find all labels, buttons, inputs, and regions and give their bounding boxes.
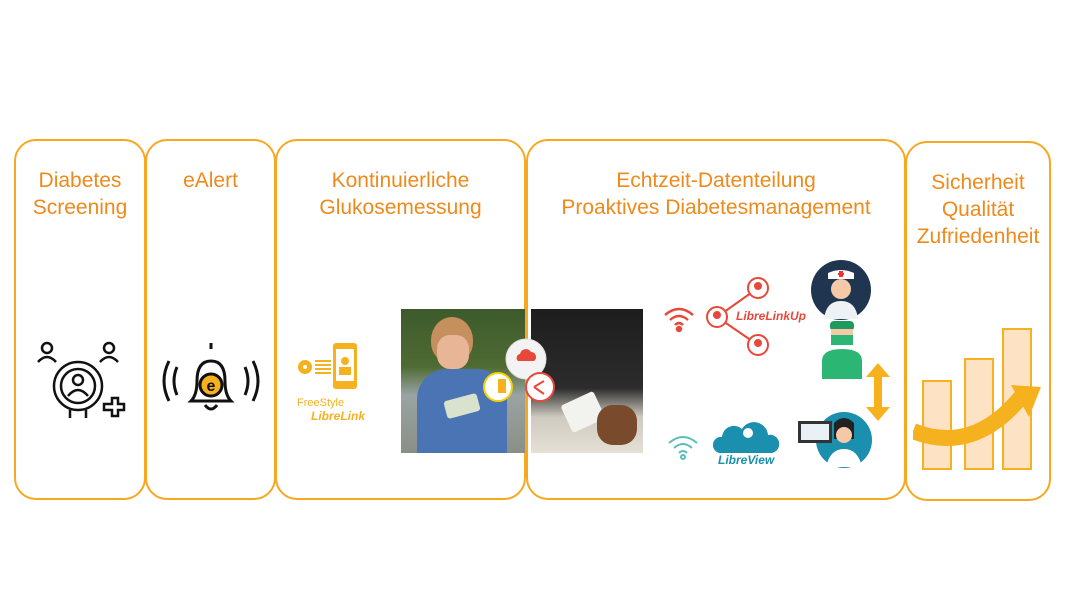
librelinkup-label: LibreLinkUp — [736, 309, 807, 323]
panel-ealert: eAlert e — [145, 139, 276, 500]
title-line: Zufriedenheit — [916, 225, 1040, 248]
freestyle-librelink-app-icon — [298, 343, 357, 389]
bidirectional-arrow-icon — [866, 363, 890, 421]
surgeon-avatar — [822, 321, 862, 379]
wifi-red-icon — [664, 307, 694, 333]
panel-glucose-monitoring: Kontinuierliche Glukosemessung FreeStyle… — [275, 139, 526, 500]
libreview-label: LibreView — [718, 453, 775, 467]
title-line: Sicherheit — [931, 171, 1025, 194]
panel-title: Kontinuierliche Glukosemessung — [277, 167, 524, 221]
title-line: Echtzeit-Datenteilung — [616, 169, 816, 192]
panel-title: Diabetes Screening — [16, 167, 144, 221]
title-line: Qualität — [941, 198, 1015, 221]
freestyle-label: FreeStyle — [297, 397, 345, 409]
doctor-with-tablet-avatar — [798, 412, 872, 468]
screening-icon — [37, 341, 126, 418]
title-line: eAlert — [183, 169, 238, 192]
growth-bar-chart-icon — [913, 328, 1041, 470]
panel-title: eAlert — [147, 167, 274, 194]
title-line: Glukosemessung — [319, 196, 482, 219]
librelink-label: LibreLink — [311, 409, 366, 423]
title-line: Proaktives Diabetesmanagement — [561, 196, 871, 219]
librelinkup-network-icon — [706, 277, 769, 356]
panel-outcomes: Sicherheit Qualität Zufriedenheit — [905, 141, 1051, 501]
wifi-teal-icon — [668, 436, 698, 460]
libreview-cloud-icon — [712, 422, 780, 453]
panel-diabetes-screening: Diabetes Screening — [14, 139, 146, 500]
title-line: Screening — [32, 196, 128, 219]
panel-data-sharing: Echtzeit-Datenteilung Proaktives Diabete… — [483, 139, 906, 500]
nurse-avatar — [811, 260, 871, 320]
cloud-share-badges — [483, 338, 555, 402]
title-line: Diabetes — [38, 169, 122, 192]
panel-title: Sicherheit Qualität Zufriedenheit — [907, 169, 1049, 250]
svg-text:e: e — [207, 378, 216, 395]
title-line: Kontinuierliche — [331, 169, 470, 192]
panel-title: Echtzeit-Datenteilung Proaktives Diabete… — [528, 167, 904, 221]
alert-bell-icon: e — [162, 343, 260, 411]
